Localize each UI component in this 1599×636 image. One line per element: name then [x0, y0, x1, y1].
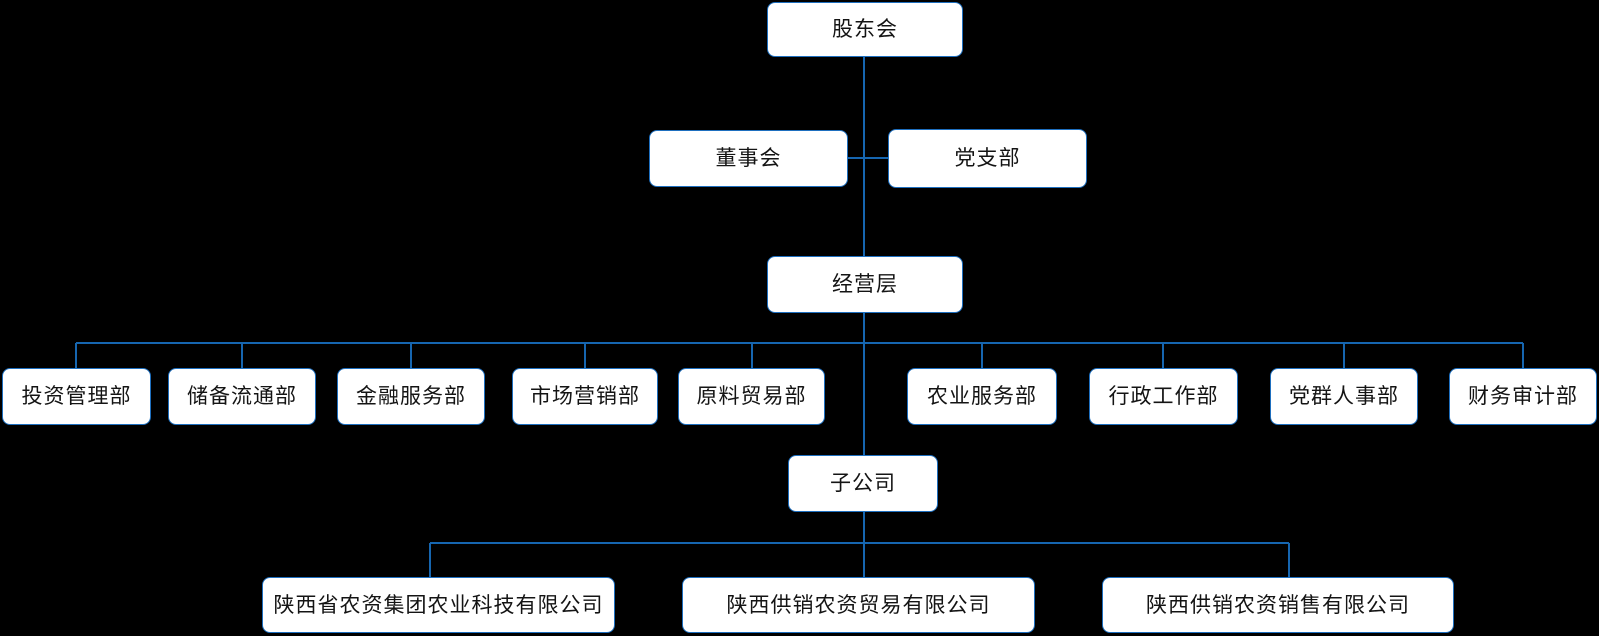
org-node-dept-administrative-work: 行政工作部	[1089, 368, 1238, 425]
org-node-shareholders-meeting: 股东会	[767, 2, 963, 57]
node-label: 陕西省农资集团农业科技有限公司	[273, 593, 604, 617]
org-node-management-level: 经营层	[767, 256, 963, 313]
node-label: 董事会	[715, 147, 782, 170]
org-node-board-of-directors: 董事会	[649, 130, 848, 187]
org-node-dept-raw-material-trade: 原料贸易部	[678, 368, 825, 425]
org-node-dept-investment-management: 投资管理部	[2, 368, 151, 425]
node-label: 党群人事部	[1289, 385, 1399, 408]
node-label: 储备流通部	[187, 385, 297, 408]
org-node-dept-financial-services: 金融服务部	[337, 368, 485, 425]
node-label: 市场营销部	[530, 385, 640, 408]
node-label: 党支部	[954, 147, 1021, 170]
node-label: 经营层	[832, 273, 898, 296]
node-label: 农业服务部	[927, 385, 1037, 408]
org-node-dept-reserve-circulation: 储备流通部	[168, 368, 316, 425]
org-node-company-agri-materials-trading: 陕西供销农资贸易有限公司	[682, 577, 1035, 633]
node-label: 行政工作部	[1108, 385, 1219, 408]
org-node-dept-agricultural-services: 农业服务部	[907, 368, 1057, 425]
org-node-party-branch: 党支部	[888, 129, 1087, 188]
node-label: 投资管理部	[21, 385, 132, 408]
node-label: 金融服务部	[356, 385, 466, 408]
node-label: 陕西供销农资贸易有限公司	[726, 593, 991, 617]
org-node-dept-marketing: 市场营销部	[512, 368, 658, 425]
node-label: 原料贸易部	[696, 385, 807, 408]
org-node-company-agri-tech: 陕西省农资集团农业科技有限公司	[262, 577, 615, 633]
org-node-subsidiaries: 子公司	[788, 455, 938, 512]
node-label: 财务审计部	[1468, 385, 1578, 408]
node-label: 股东会	[832, 18, 898, 41]
org-node-dept-party-masses-personnel: 党群人事部	[1270, 368, 1418, 425]
org-node-dept-finance-audit: 财务审计部	[1449, 368, 1597, 425]
node-label: 陕西供销农资销售有限公司	[1146, 593, 1410, 617]
node-label: 子公司	[830, 472, 896, 495]
org-node-company-agri-materials-sales: 陕西供销农资销售有限公司	[1102, 577, 1454, 633]
